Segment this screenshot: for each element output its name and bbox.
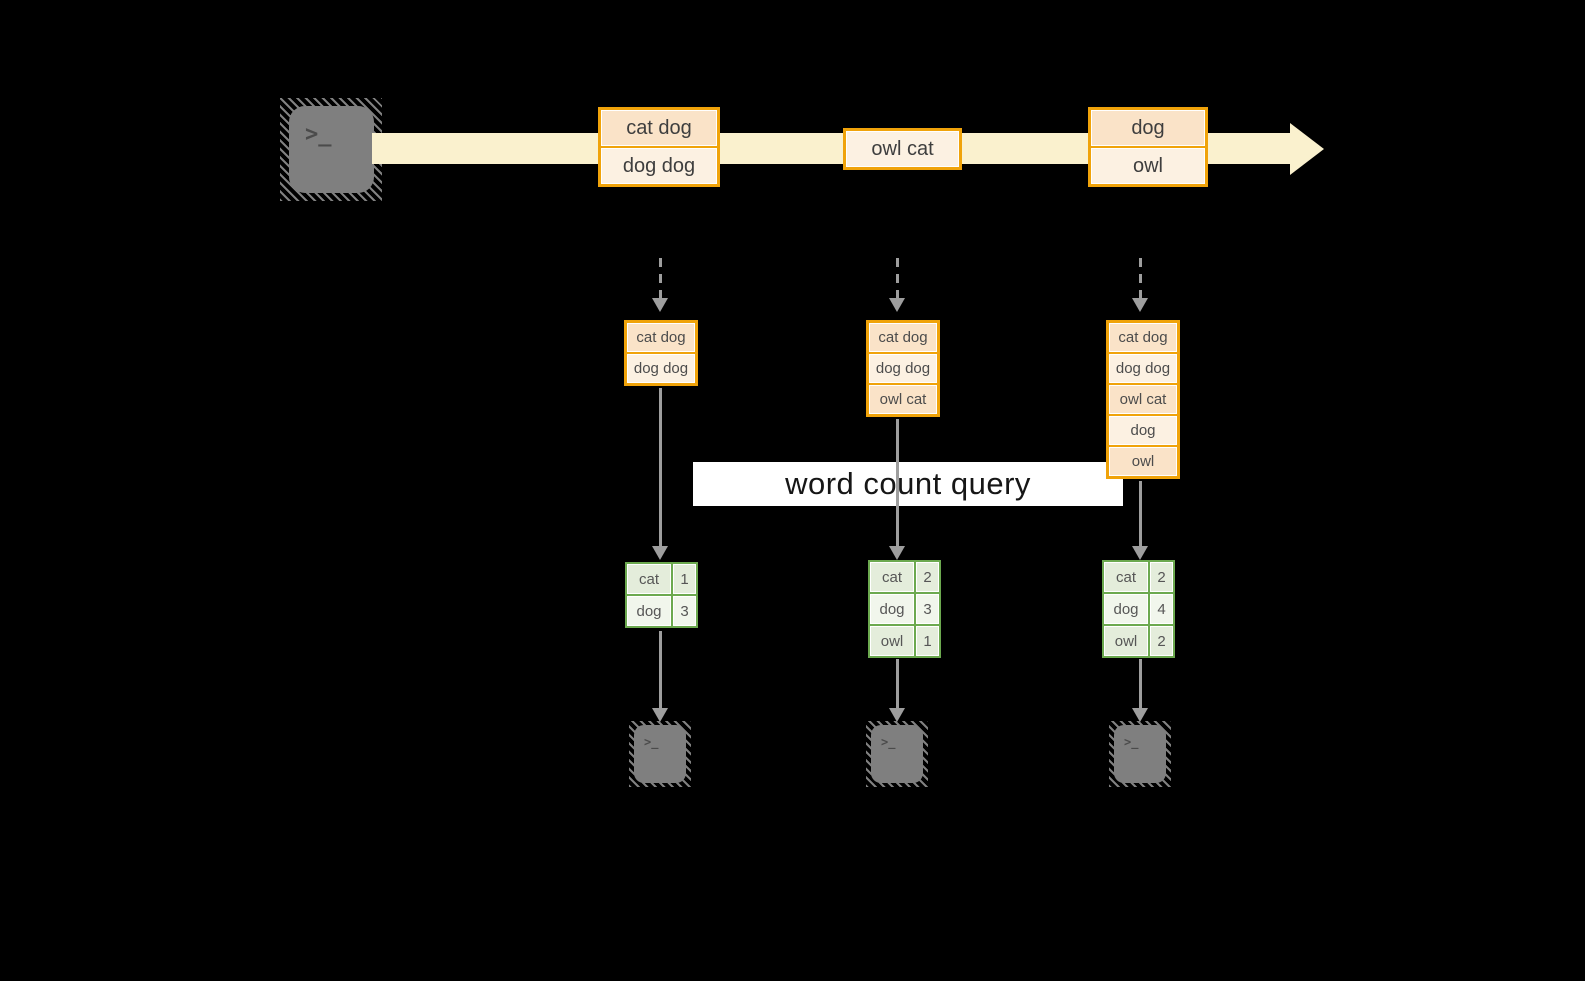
state-box-3: cat dog dog dog owl cat dog owl [1106, 320, 1180, 479]
state-line: cat dog [1109, 323, 1177, 352]
count-word: owl [1104, 626, 1148, 656]
solid-arrow-icon [1131, 659, 1149, 722]
solid-arrow-icon [888, 419, 906, 560]
solid-arrow-icon [651, 631, 669, 722]
state-line: dog dog [627, 354, 695, 383]
state-line: dog dog [1109, 354, 1177, 383]
stream-event-line: owl cat [846, 131, 959, 167]
count-word: cat [1104, 562, 1148, 592]
stream-event-line: owl [1091, 148, 1205, 184]
count-table-3: cat 2 dog 4 owl 2 [1102, 560, 1175, 658]
stream-event-line: dog [1091, 110, 1205, 146]
state-line: dog dog [869, 354, 937, 383]
stream-event-2: owl cat [843, 128, 962, 170]
query-label: word count query [785, 466, 1031, 501]
terminal-prompt-icon: >_ [1124, 735, 1139, 749]
state-line: cat dog [869, 323, 937, 352]
state-line: owl cat [869, 385, 937, 414]
stream-arrowhead-icon [1290, 123, 1324, 175]
count-value: 2 [1150, 626, 1173, 656]
dashed-arrow-icon [888, 258, 906, 312]
count-table-2: cat 2 dog 3 owl 1 [868, 560, 941, 658]
state-line: owl cat [1109, 385, 1177, 414]
state-line: owl [1109, 447, 1177, 476]
solid-arrow-icon [1131, 481, 1149, 560]
terminal-sink-icon: >_ [634, 725, 686, 783]
state-line: dog [1109, 416, 1177, 445]
terminal-source-icon: >_ [289, 106, 374, 193]
count-word: owl [870, 626, 914, 656]
count-value: 2 [1150, 562, 1173, 592]
stream-event-3: dog owl [1088, 107, 1208, 187]
terminal-prompt-icon: >_ [644, 735, 659, 749]
terminal-sink-icon: >_ [871, 725, 923, 783]
terminal-prompt-icon: >_ [305, 122, 332, 147]
query-label-band: word count query [693, 462, 1123, 506]
dashed-arrow-icon [651, 258, 669, 312]
stream-event-1: cat dog dog dog [598, 107, 720, 187]
count-value: 3 [673, 596, 696, 626]
terminal-prompt-icon: >_ [881, 735, 896, 749]
solid-arrow-icon [888, 659, 906, 722]
dashed-arrow-icon [1131, 258, 1149, 312]
terminal-sink-icon: >_ [1114, 725, 1166, 783]
stream-event-line: cat dog [601, 110, 717, 146]
count-word: cat [627, 564, 671, 594]
count-word: dog [1104, 594, 1148, 624]
count-value: 1 [916, 626, 939, 656]
state-box-1: cat dog dog dog [624, 320, 698, 386]
state-line: cat dog [627, 323, 695, 352]
count-value: 4 [1150, 594, 1173, 624]
count-word: dog [627, 596, 671, 626]
solid-arrow-icon [651, 388, 669, 560]
count-word: cat [870, 562, 914, 592]
count-value: 1 [673, 564, 696, 594]
count-word: dog [870, 594, 914, 624]
count-value: 2 [916, 562, 939, 592]
state-box-2: cat dog dog dog owl cat [866, 320, 940, 417]
count-value: 3 [916, 594, 939, 624]
count-table-1: cat 1 dog 3 [625, 562, 698, 628]
stream-event-line: dog dog [601, 148, 717, 184]
